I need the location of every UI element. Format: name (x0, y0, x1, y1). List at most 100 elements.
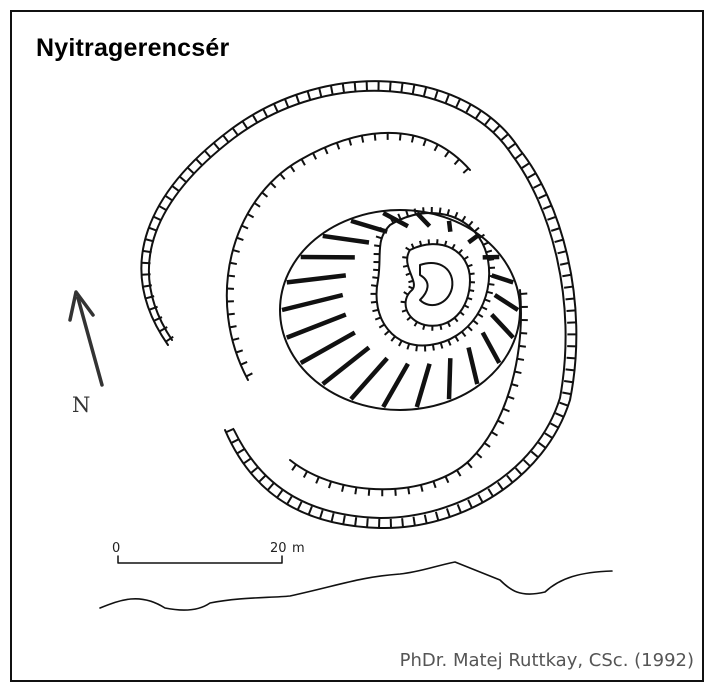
hachure-tick (520, 331, 528, 335)
hachure-tick (530, 450, 539, 459)
hachure-tick (291, 463, 297, 471)
hachure-tick (178, 175, 188, 184)
terrain-profile (99, 561, 613, 611)
hachure-tick (563, 285, 574, 289)
hachure-tick (484, 116, 492, 126)
hachure-tick (451, 243, 456, 250)
hachure-tick (262, 108, 269, 118)
hachure-tick (374, 316, 382, 321)
hachure-tick (302, 470, 309, 478)
hachure-tick (514, 152, 524, 160)
enclosure-spoke (467, 234, 479, 245)
hachure-tick (247, 213, 255, 219)
hachure-tick (497, 419, 505, 425)
hachure-tick (250, 466, 259, 474)
hachure-tick (434, 89, 439, 100)
map-title: Nyitragerencsér (36, 34, 230, 62)
hachure-tick (261, 191, 269, 198)
hachure-tick (398, 340, 403, 347)
hachure-tick (422, 324, 426, 330)
scale-bar (117, 555, 283, 564)
hachure-tick (475, 109, 482, 119)
hachure-tick (360, 135, 365, 143)
hachure-tick (419, 484, 424, 492)
hachure-tick (341, 83, 345, 93)
hachure-tick (431, 344, 435, 351)
hachure-tick (408, 279, 414, 284)
hachure-tick (405, 272, 411, 276)
hachure-tick (461, 331, 467, 338)
hachure-tick (557, 250, 567, 255)
hachure-tick (203, 150, 212, 159)
enclosure-spoke (446, 358, 453, 400)
hachure-tick (306, 90, 312, 100)
hachure-tick (329, 85, 334, 95)
hachure-tick (423, 86, 428, 97)
hachure-tick (240, 361, 248, 366)
hachure-tick (227, 274, 236, 278)
hachure-tick (295, 94, 301, 104)
hachure-tick (229, 261, 238, 266)
hachure-tick (444, 150, 450, 158)
hachure-tick (342, 515, 346, 525)
enclosure-spoke (466, 347, 480, 385)
hachure-tick (375, 235, 383, 240)
hachure-tick (242, 457, 252, 465)
hachure-tick (153, 316, 163, 322)
hachure-tick (158, 326, 168, 333)
hachure-tick (410, 135, 415, 143)
hachure-tick (401, 518, 404, 528)
hachure-tick (402, 256, 408, 259)
hachure-tick (378, 323, 385, 329)
hachure-tick (296, 501, 303, 511)
hachure-tick (145, 295, 155, 300)
hachure-tick (422, 138, 427, 147)
hachure-tick (307, 506, 313, 516)
middle-rampart (225, 131, 471, 381)
enclosure-spoke (349, 356, 389, 401)
inner-enclosure (279, 209, 521, 411)
hachure-tick (236, 448, 246, 455)
hachure-tick (251, 114, 259, 124)
hachure-tick (323, 147, 329, 155)
hachure-tick (422, 207, 425, 214)
hachure-tick (461, 215, 467, 222)
hachure-tick (563, 379, 574, 384)
hachure-tick (481, 305, 488, 311)
enclosure-spoke (322, 233, 370, 245)
hachure-tick (454, 335, 460, 342)
hachure-tick (406, 316, 412, 321)
hachure-tick (566, 309, 576, 313)
hachure-tick (348, 138, 353, 146)
hachure-tick (266, 482, 275, 491)
hachure-tick (446, 209, 451, 216)
enclosure-spoke (350, 218, 388, 234)
enclosure-spoke (490, 313, 515, 340)
hachure-tick (511, 383, 519, 387)
hachure-tick (542, 204, 552, 210)
hachure-tick (466, 461, 473, 469)
hachure-tick (300, 158, 306, 166)
hachure-tick (232, 337, 240, 342)
hachure-tick (463, 304, 470, 309)
enclosure-spoke (321, 345, 371, 386)
hachure-tick (444, 475, 450, 484)
hachure-tick (148, 305, 158, 311)
hachure-tick (559, 401, 569, 407)
hachure-tick (411, 84, 416, 94)
hachure-tick (550, 227, 561, 232)
hachure-tick (562, 273, 572, 278)
hachure-tick (565, 368, 575, 372)
hachure-tick (469, 272, 475, 276)
hachure-tick (423, 514, 428, 524)
hachure-tick (312, 152, 318, 160)
hachure-tick (434, 511, 440, 521)
hachure-tick (453, 158, 460, 166)
hachure-tick (222, 134, 230, 144)
hachure-tick (467, 220, 474, 227)
hachure-tick (171, 185, 180, 193)
hachure-tick (384, 330, 390, 336)
hachure-tick (439, 342, 444, 349)
hachure-tick (453, 317, 459, 323)
enclosure-spoke (493, 293, 520, 312)
